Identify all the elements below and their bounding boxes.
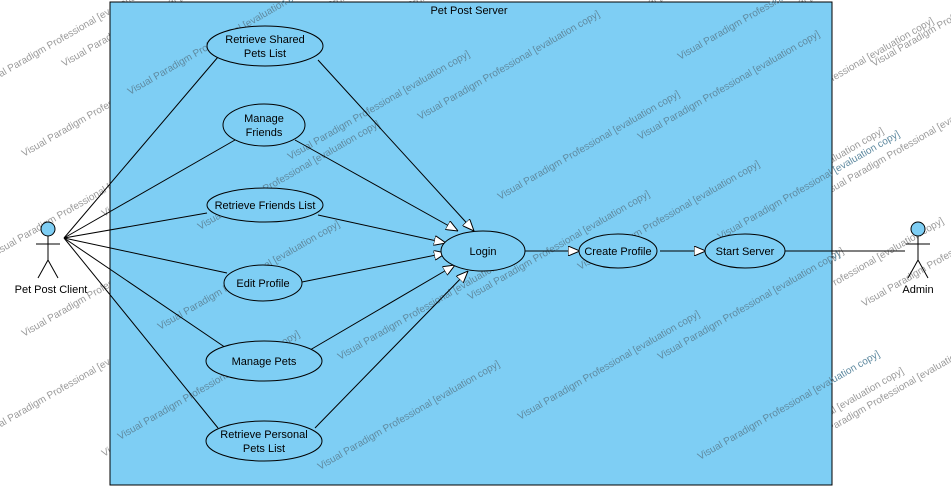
usecase-label: Login xyxy=(470,246,497,258)
usecase-label: Create Profile xyxy=(584,246,651,258)
system-title: Pet Post Server xyxy=(430,5,507,17)
usecase-label: Edit Profile xyxy=(236,278,289,290)
actor-leg xyxy=(37,259,49,279)
association-line xyxy=(63,237,228,274)
actor-leg xyxy=(917,259,929,279)
usecase-label: Retrieve Personal xyxy=(220,429,307,441)
association-line xyxy=(63,237,219,429)
usecase-manage-friends[interactable] xyxy=(222,103,306,147)
arrow-line xyxy=(317,59,474,231)
association-line xyxy=(63,237,233,353)
usecase-login[interactable] xyxy=(440,230,526,272)
usecase-label: Start Server xyxy=(716,246,775,258)
usecase-retrieve-friends-list[interactable] xyxy=(206,187,324,223)
usecase-label: Pets List xyxy=(243,443,285,455)
usecase-label: Friends xyxy=(246,127,283,139)
usecase-label: Manage Pets xyxy=(232,356,297,368)
actor-client-label: Pet Post Client xyxy=(15,284,88,296)
arrow-line xyxy=(317,214,446,243)
actor-admin-label: Admin xyxy=(902,284,933,296)
usecase-label: Retrieve Shared xyxy=(225,34,305,46)
login-arrows xyxy=(294,59,905,429)
client-associations xyxy=(63,56,236,429)
actor-leg xyxy=(47,259,59,279)
association-line xyxy=(63,139,236,239)
usecase-start-server[interactable] xyxy=(704,233,786,269)
actor-head xyxy=(40,221,56,237)
usecase-retrieve-shared-pets[interactable] xyxy=(206,25,324,67)
usecase-edit-profile[interactable] xyxy=(223,264,303,302)
usecase-manage-pets[interactable] xyxy=(205,340,323,382)
association-line xyxy=(63,56,219,239)
actor-client-figure[interactable] xyxy=(36,221,60,279)
usecase-retrieve-personal-pets[interactable] xyxy=(205,420,323,462)
actor-leg xyxy=(907,259,919,279)
usecase-label: Pets List xyxy=(244,48,286,60)
arrow-line xyxy=(309,265,455,351)
usecase-create-profile[interactable] xyxy=(578,233,658,269)
actor-head xyxy=(910,221,926,237)
arrow-line xyxy=(301,253,446,283)
actor-admin-figure[interactable] xyxy=(906,221,930,279)
arrow-line xyxy=(294,139,458,231)
arrow-line xyxy=(314,271,468,429)
association-line xyxy=(63,212,208,239)
usecase-label: Manage xyxy=(244,113,284,125)
usecase-label: Retrieve Friends List xyxy=(215,200,316,212)
